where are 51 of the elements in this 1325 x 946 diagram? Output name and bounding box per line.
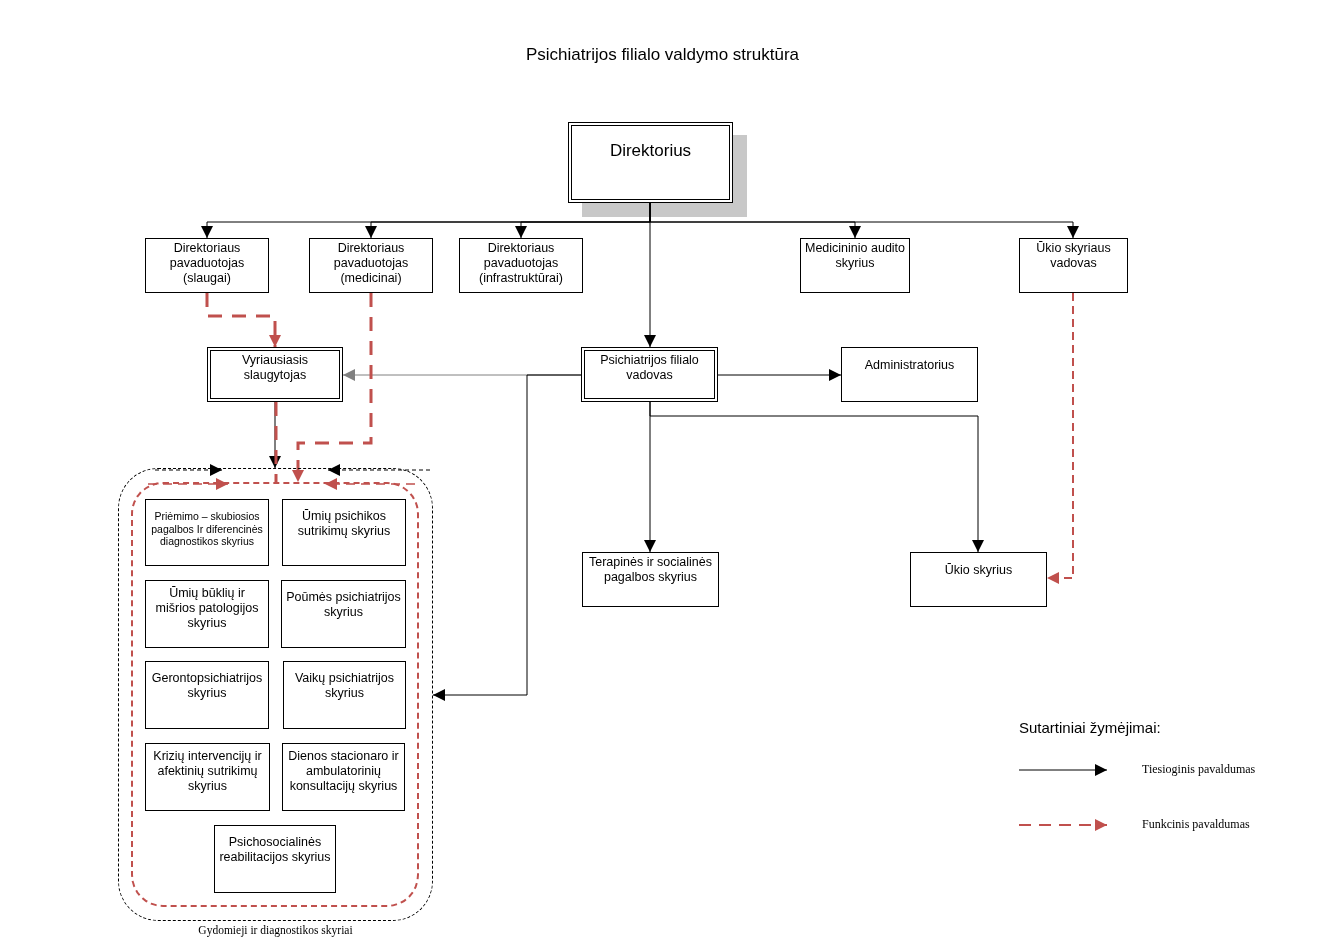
org-box — [281, 580, 406, 648]
dashed-arrow — [292, 293, 373, 482]
diagram-title: Psichiatrijos filialo valdymo struktūra — [524, 45, 800, 65]
box-label: Psichosocialinės reabilitacijos skyrius — [218, 835, 332, 865]
org-box — [145, 499, 269, 566]
org-box — [145, 238, 269, 293]
org-box — [283, 661, 406, 729]
double-border-box — [568, 122, 733, 203]
box-label: Ūmių būklių ir mišrios patologijos skyrius — [154, 586, 260, 631]
box-label: Direktoriaus pavaduotojas (slaugai) — [168, 241, 246, 286]
org-box — [282, 743, 405, 811]
box-label: Direktorius — [609, 141, 692, 162]
box-label: Administratorius — [864, 358, 955, 373]
arrow — [432, 374, 582, 701]
org-box — [145, 661, 269, 729]
legend-label: Tiesioginis pavaldumas — [1142, 762, 1256, 777]
org-box — [282, 499, 406, 566]
box-label: Gerontopsichiatrijos skyrius — [150, 671, 264, 701]
arrow — [717, 369, 842, 381]
box-label: Ūmių psichikos sutrikimų skyrius — [296, 509, 392, 539]
box-label: Vaikų psichiatrijos skyrius — [293, 671, 396, 701]
box-label: Poūmės psichiatrijos skyrius — [285, 590, 402, 620]
org-box — [800, 238, 910, 293]
double-border-box — [207, 347, 343, 402]
org-box — [214, 825, 336, 893]
legend-heading: Sutartiniai žymėjimai: — [1019, 719, 1161, 736]
box-label: Direktoriaus pavaduotojas (infrastruktūrai) — [477, 241, 564, 286]
box-label: Priėmimo – skubiosios pagalbos Ir diferencinės diagnostikos skyrius — [150, 510, 264, 548]
box-label: Krizių intervencijų ir afektinių sutrikimų skyrius — [152, 749, 263, 794]
org-box — [309, 238, 433, 293]
org-box — [841, 347, 978, 402]
box-label: Terapinės ir socialinės pagalbos skyrius — [588, 555, 713, 585]
org-box — [1019, 238, 1128, 293]
org-box — [459, 238, 583, 293]
dashed-arrow — [1046, 292, 1074, 584]
box-label: Direktoriaus pavaduotojas (medicinai) — [332, 241, 410, 286]
box-label: Ūkio skyriaus vadovas — [1035, 241, 1112, 271]
org-box — [582, 552, 719, 607]
group-caption: Gydomieji ir diagnostikos skyriai — [197, 924, 354, 938]
box-label: Ūkio skyrius — [944, 563, 1013, 578]
box-label: Medicininio audito skyrius — [803, 241, 907, 271]
legend-label: Funkcinis pavaldumas — [1142, 817, 1250, 832]
org-box — [145, 580, 269, 648]
box-label: Psichiatrijos filialo vadovas — [599, 353, 700, 383]
box-label: Vyriausiasis slaugytojas — [240, 353, 310, 383]
box-label: Dienos stacionaro ir ambulatorinių konsultacijų skyrius — [287, 749, 400, 794]
org-box — [145, 743, 270, 811]
arrow — [649, 401, 984, 553]
dashed-arrow — [205, 293, 281, 347]
double-border-box — [581, 347, 718, 402]
org-box — [910, 552, 1047, 607]
